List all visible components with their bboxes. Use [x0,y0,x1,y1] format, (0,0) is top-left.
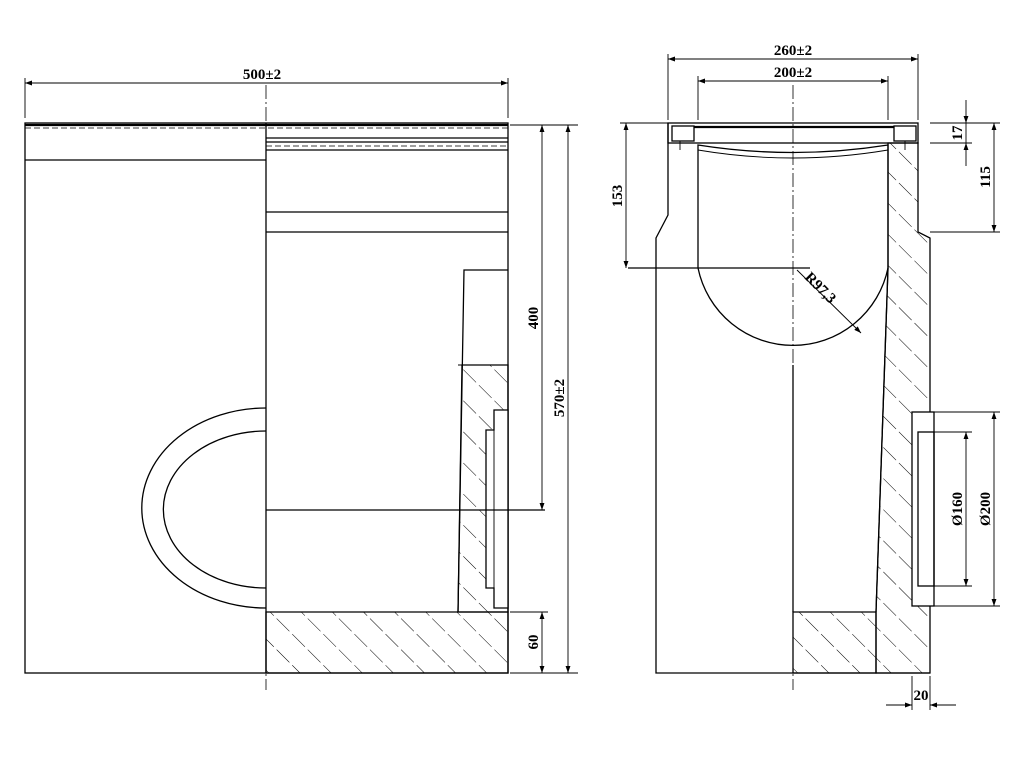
side-view [628,85,935,690]
dim-top-260: 260±2 [774,43,812,59]
dim-wall-20: 20 [914,688,929,704]
side-base-hatch [792,611,877,674]
dim-height-400: 400 [526,307,542,330]
dim-height-570: 570±2 [552,379,568,417]
dim-top-200: 200±2 [774,65,812,81]
front-view [24,85,545,690]
pipe-arc-inner [162,430,267,589]
front-dimensions: 500±2 400 60 570±2 [24,67,578,674]
dim-radius: R97,3 [801,270,839,308]
dim-bottom-60: 60 [526,635,542,650]
dim-rim-17: 17 [950,125,966,141]
side-left-outline [655,123,930,674]
dim-rim-115: 115 [978,166,994,188]
dim-front-width: 500±2 [243,67,281,83]
front-pipe-opening [485,409,509,609]
dim-pipe-160: Ø160 [950,492,966,526]
dim-pipe-200: Ø200 [978,492,994,526]
front-base-hatch [265,611,509,674]
side-pipe-opening [911,411,935,607]
pipe-arc-outer [141,407,267,609]
dim-depth-153: 153 [610,185,626,208]
